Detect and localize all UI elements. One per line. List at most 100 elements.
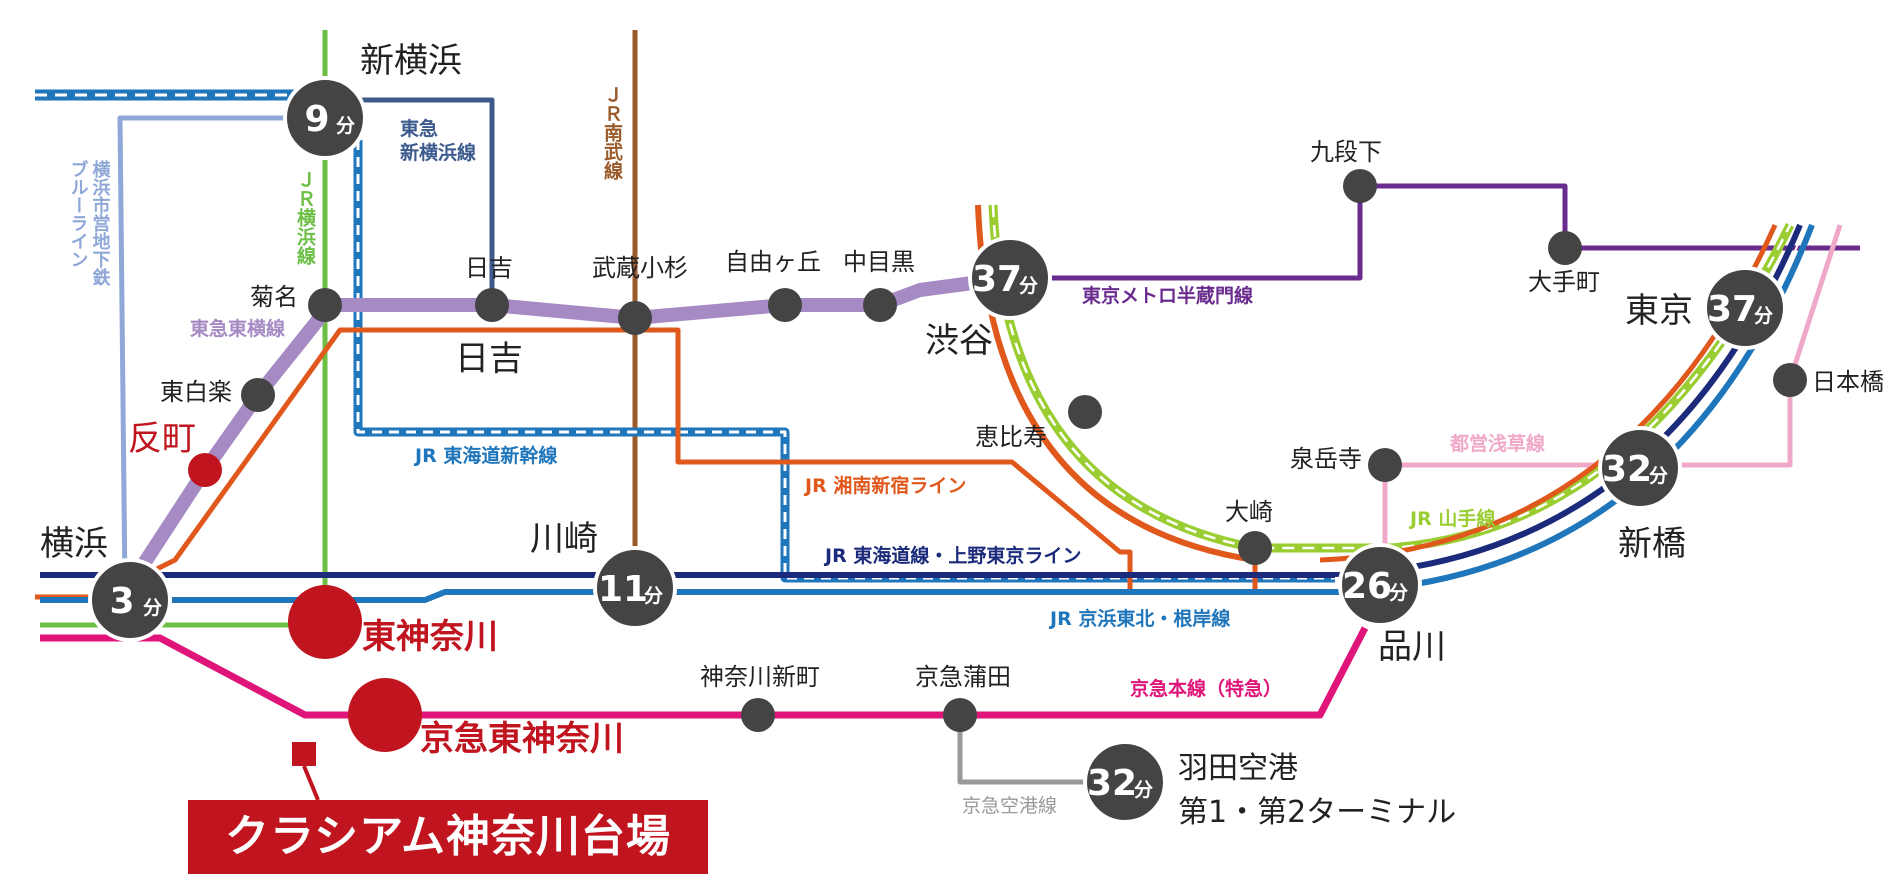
hub-name-shinagawa: 品川: [1378, 627, 1446, 667]
hub-unit: 分: [1754, 305, 1773, 327]
line-label-yamanote: JR 山手線: [1408, 507, 1495, 530]
hub-minutes: 9: [304, 99, 329, 140]
property-name-badge: クラシアム神奈川台場: [188, 800, 708, 874]
hub-name-tokyo: 東京: [1625, 291, 1693, 331]
hub-minutes: 32: [1087, 763, 1137, 804]
hub-yokohama[interactable]: 3 分: [88, 558, 172, 642]
line-label-keikyu-main: 京急本線（特急）: [1130, 677, 1282, 700]
station-name-hiyoshi-small: 日吉: [465, 254, 513, 282]
stations: [188, 169, 1807, 752]
station-name-jiyugaoka: 自由ヶ丘: [725, 248, 821, 276]
station-dot-osaki[interactable]: [1238, 531, 1272, 565]
hub-unit: 分: [1134, 779, 1153, 801]
hub-circle: [1083, 740, 1167, 824]
hub-unit: 分: [1389, 582, 1408, 604]
station-name-nihombashi: 日本橋: [1812, 368, 1884, 396]
station-name-tanmachi: 反町: [128, 419, 196, 459]
line-label-yokohama: ＪＲ横浜線: [294, 170, 316, 266]
hub-name-shibuya: 渋谷: [925, 321, 993, 361]
hub-shinyokohama[interactable]: 9 分: [283, 76, 367, 160]
station-dot-otemachi[interactable]: [1548, 231, 1582, 265]
line-label-tokyu-shinyokohama: 東急新横浜線: [400, 117, 476, 164]
station-name-osaki: 大崎: [1225, 498, 1273, 526]
hub-circle: [593, 546, 677, 630]
station-name-kikuna: 菊名: [250, 283, 298, 311]
station-name-otemachi: 大手町: [1528, 268, 1600, 296]
hub-minutes: 26: [1342, 566, 1392, 607]
station-dot-musashikosugi[interactable]: [618, 301, 652, 335]
station-name-kanagawa-shinmachi: 神奈川新町: [700, 663, 820, 691]
station-name-hiyoshi-big: 日吉: [455, 339, 523, 379]
station-dot-hiyoshi[interactable]: [475, 288, 509, 322]
station-dot-ebisu[interactable]: [1068, 395, 1102, 429]
station-dot-nihombashi[interactable]: [1773, 363, 1807, 397]
tokyu-shinyokohama-path: [325, 97, 495, 305]
station-name-nakameguro: 中目黒: [843, 248, 915, 276]
hub-minutes: 37: [1707, 289, 1757, 330]
station-dot-kikuna[interactable]: [308, 288, 342, 322]
line-label-tokaido-shinkansen: JR 東海道新幹線: [413, 444, 557, 467]
toyoko-line-path: [123, 271, 1017, 592]
line-label-blue-line: 横浜市営地下鉄ブルーライン: [68, 159, 111, 287]
blue-line-path: [117, 115, 295, 591]
hub-circle: [968, 236, 1052, 320]
station-dot-keikyu-higashi-kanagawa[interactable]: [348, 678, 422, 752]
hub-name-haneda-line1: 羽田空港: [1178, 751, 1298, 786]
hubs: 3 分 9 分 11 分 37 分 26 分 32 分: [88, 76, 1787, 824]
keihin-tohoku-path: [40, 589, 1340, 603]
hub-name-kawasaki: 川崎: [530, 519, 598, 559]
hub-unit: 分: [1019, 275, 1038, 297]
station-dot-higashihakuraku[interactable]: [241, 378, 275, 412]
hub-name-yokohama: 横浜: [40, 524, 108, 564]
hub-minutes: 11: [598, 569, 648, 610]
hub-circle: [283, 76, 367, 160]
property-marker: [292, 742, 320, 801]
line-label-tokaido-ueno: JR 東海道線・上野東京ライン: [823, 544, 1081, 567]
station-dot-sengakuji[interactable]: [1368, 448, 1402, 482]
station-name-sengakuji: 泉岳寺: [1290, 445, 1362, 473]
hub-shinagawa[interactable]: 26 分: [1338, 543, 1422, 627]
line-label-toyoko: 東急東横線: [190, 317, 285, 340]
shinkansen-dash: [356, 140, 1335, 580]
hub-minutes: 3: [109, 581, 134, 622]
keikyu-airport-path: [957, 715, 1125, 785]
station-name-ebisu: 恵比寿: [975, 423, 1047, 451]
hub-kawasaki[interactable]: 11 分: [593, 546, 677, 630]
line-label-keihin-tohoku: JR 京浜東北・根岸線: [1048, 607, 1230, 630]
station-dot-kudanshita[interactable]: [1343, 169, 1377, 203]
station-name-keikyu-higashi-kanagawa: 京急東神奈川: [420, 719, 624, 759]
station-dot-tanmachi[interactable]: [188, 453, 222, 487]
hub-names: 横浜 新横浜 川崎 渋谷 品川 新橋 東京 羽田空港 第1・第2ターミナル: [40, 41, 1693, 830]
station-name-musashikosugi: 武蔵小杉: [592, 254, 688, 282]
hub-circle: [88, 558, 172, 642]
station-dot-higashi-kanagawa[interactable]: [288, 585, 362, 659]
hub-circle: [1338, 543, 1422, 627]
hub-haneda[interactable]: 32 分: [1083, 740, 1167, 824]
station-dot-keikyu-kamata[interactable]: [943, 698, 977, 732]
station-name-higashihakuraku: 東白楽: [160, 378, 232, 406]
hub-unit: 分: [1649, 465, 1668, 487]
hub-shimbashi[interactable]: 32 分: [1598, 426, 1682, 510]
station-name-kudanshita: 九段下: [1310, 138, 1382, 166]
station-dot-nakameguro[interactable]: [863, 288, 897, 322]
hub-name-shimbashi: 新橋: [1618, 524, 1686, 564]
hub-name-haneda-line2: 第1・第2ターミナル: [1178, 795, 1456, 830]
hub-minutes: 37: [972, 259, 1022, 300]
station-dot-jiyugaoka[interactable]: [768, 288, 802, 322]
line-label-hanzomon: 東京メトロ半蔵門線: [1082, 284, 1253, 307]
hanzomon-path: [1010, 183, 1860, 281]
line-label-nambu: ＪＲ南武線: [601, 85, 623, 181]
hub-tokyo[interactable]: 37 分: [1703, 266, 1787, 350]
line-label-asakusa: 都営浅草線: [1449, 432, 1545, 455]
station-name-keikyu-kamata: 京急蒲田: [915, 663, 1011, 691]
hub-circle: [1703, 266, 1787, 350]
line-label-shonan-shinjuku: JR 湘南新宿ライン: [803, 474, 966, 497]
station-names: 菊名 東白楽 日吉 日吉 武蔵小杉 自由ヶ丘 中目黒 恵比寿 大崎 泉岳寺 九段…: [128, 138, 1884, 759]
hub-shibuya[interactable]: 37 分: [968, 236, 1052, 320]
property-marker-square: [292, 742, 316, 766]
line-label-keikyu-airport: 京急空港線: [962, 795, 1057, 817]
hub-minutes: 32: [1602, 449, 1652, 490]
station-dot-kanagawa-shinmachi[interactable]: [741, 698, 775, 732]
line-names: 横浜市営地下鉄ブルーライン ＪＲ横浜線 ＪＲ南武線 東急新横浜線 東急東横線 J…: [68, 85, 1546, 817]
